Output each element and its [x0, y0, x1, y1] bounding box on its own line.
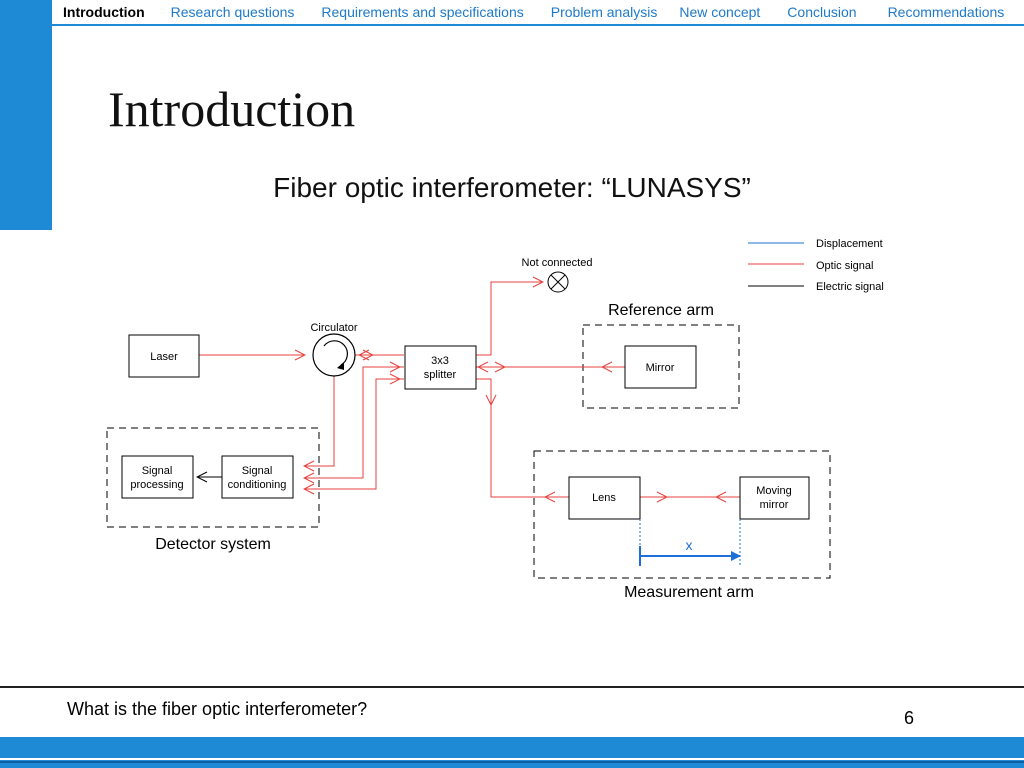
- detector-system-label: Detector system: [155, 536, 271, 553]
- signal-processing-label-line2: processing: [130, 479, 183, 491]
- legend-optic-label: Optic signal: [816, 260, 873, 272]
- nav-conclusion[interactable]: Conclusion: [787, 4, 857, 20]
- mirror-box: Mirror: [624, 345, 697, 389]
- splitter-to-lens: [476, 378, 569, 498]
- lens-label: Lens: [592, 492, 616, 504]
- laser-label: Laser: [150, 351, 178, 363]
- slide-subtitle: Fiber optic interferometer: “LUNASYS”: [273, 172, 751, 203]
- not-connected-label: Not connected: [522, 257, 593, 269]
- splitter-label-line1: 3x3: [431, 355, 449, 367]
- splitter-box: 3x3 splitter: [404, 345, 477, 390]
- signal-conditioning-label-line2: conditioning: [228, 479, 287, 491]
- bottom-stripe: [0, 758, 1024, 760]
- signal-processing-label-line1: Signal: [142, 465, 173, 477]
- footer-divider: [0, 686, 1024, 688]
- optic-signal-lines: [199, 282, 740, 497]
- splitter-label-line2: splitter: [424, 369, 457, 381]
- nav-requirements[interactable]: Requirements and specifications: [321, 4, 524, 20]
- nav-introduction[interactable]: Introduction: [63, 4, 145, 20]
- lens-box: Lens: [568, 476, 641, 520]
- displacement-indicator: x: [639, 519, 741, 566]
- splitter-to-detector-1: [304, 366, 404, 478]
- signal-conditioning-box: Signal conditioning: [221, 455, 294, 499]
- reference-arm-label: Reference arm: [608, 302, 714, 319]
- circulator-label: Circulator: [310, 322, 357, 334]
- not-connected-icon: [547, 271, 569, 293]
- moving-mirror-box: Moving mirror: [739, 476, 810, 520]
- nav-research-questions[interactable]: Research questions: [170, 4, 295, 20]
- page-number: 6: [904, 708, 915, 728]
- signal-processing-box: Signal processing: [121, 455, 194, 499]
- slide-title: Introduction: [108, 81, 356, 137]
- circulator-icon: [312, 333, 356, 377]
- bottom-stripe-dark: [0, 761, 1024, 763]
- nav-problem-analysis[interactable]: Problem analysis: [550, 4, 658, 20]
- mirror-label: Mirror: [646, 362, 675, 374]
- circulator-to-detector: [304, 376, 335, 466]
- blue-accent-block: [0, 0, 52, 230]
- displacement-x-label: x: [686, 537, 693, 553]
- signal-conditioning-label-line1: Signal: [242, 465, 273, 477]
- moving-mirror-label-line2: mirror: [760, 499, 789, 511]
- measurement-arm-label: Measurement arm: [624, 584, 754, 601]
- legend-displacement-label: Displacement: [816, 238, 883, 250]
- bottom-band: [0, 737, 1024, 768]
- laser-box: Laser: [128, 334, 200, 378]
- splitter-to-not-connected: [476, 282, 543, 356]
- footer-question: What is the fiber optic interferometer?: [67, 699, 368, 719]
- legend-electric-label: Electric signal: [816, 281, 884, 293]
- moving-mirror-label-line1: Moving: [756, 485, 791, 497]
- nav-recommendations[interactable]: Recommendations: [887, 4, 1005, 20]
- legend: Displacement Optic signal Electric signa…: [748, 238, 884, 293]
- measurement-arm-frame: [533, 450, 831, 579]
- nav-new-concept[interactable]: New concept: [679, 4, 761, 20]
- top-navigation: Introduction Research questions Requirem…: [52, 0, 1024, 26]
